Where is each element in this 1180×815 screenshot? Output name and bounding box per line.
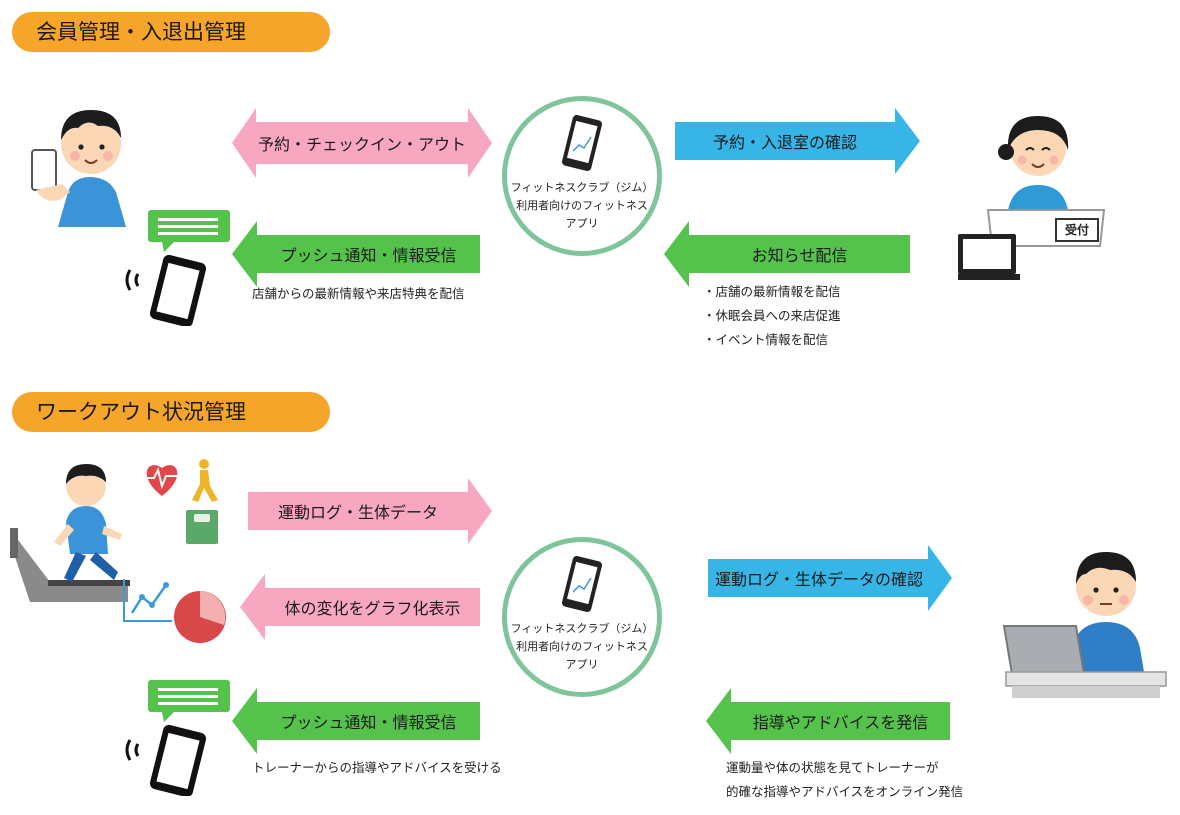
notice-arrow [664, 221, 910, 287]
app-name-line2: 利用者向けのフィットネス [516, 640, 648, 653]
app-circle-top: フィットネスクラブ（ジム） 利用者向けのフィットネス アプリ [502, 96, 662, 256]
log-arrow [248, 478, 492, 544]
advice-arrow [706, 688, 950, 754]
confirm-arrow-label: 予約・入退室の確認 [712, 133, 857, 152]
graph-arrow-label: 体の変化をグラフ化表示 [284, 599, 461, 618]
app-circle-bottom: フィットネスクラブ（ジム） 利用者向けのフィットネス アプリ [502, 537, 662, 697]
app-name-line2: 利用者向けのフィットネス [516, 199, 648, 212]
log-arrow-label: 運動ログ・生体データ [277, 503, 438, 522]
log-confirm-arrow-label: 運動ログ・生体データの確認 [714, 570, 923, 589]
graph-arrow [240, 574, 480, 640]
app-name-line3: アプリ [565, 658, 599, 671]
notice-item-3: ・イベント情報を配信 [703, 332, 829, 347]
trainer-laptop-illustration [1002, 552, 1167, 698]
phone-notification-icon [125, 210, 230, 326]
graph-icons [123, 579, 226, 643]
receptionist-illustration [958, 116, 1106, 280]
advice-note-2: 的確な指導やアドバイスをオンライン発信 [726, 784, 964, 799]
push-arrow-top-label: プッシュ通知・情報受信 [280, 246, 457, 265]
push-arrow-bottom [232, 688, 480, 754]
reserve-double-arrow [232, 108, 492, 178]
member-user-illustration [31, 110, 126, 227]
confirm-arrow [675, 108, 920, 174]
notice-arrow-label: お知らせ配信 [751, 246, 848, 265]
app-name-line3: アプリ [565, 217, 599, 230]
notice-item-2: ・休眠会員への来店促進 [703, 308, 841, 323]
advice-note-1: 運動量や体の状態を見てトレーナーが [726, 760, 939, 775]
section-title-workout: ワークアウト状況管理 [12, 392, 330, 432]
smartphone-chart-icon [562, 556, 602, 613]
phone-notification-icon [125, 680, 230, 796]
push-note-bottom: トレーナーからの指導やアドバイスを受ける [252, 760, 502, 775]
treadmill-runner-illustration [10, 464, 130, 602]
reception-sign: 受付 [1055, 218, 1099, 242]
push-arrow-bottom-label: プッシュ通知・情報受信 [280, 713, 457, 732]
app-name-line1: フィットネスクラブ（ジム） [510, 622, 654, 635]
health-icons [146, 459, 218, 544]
push-note-top: 店舗からの最新情報や来店特典を配信 [252, 286, 465, 301]
app-name-line1: フィットネスクラブ（ジム） [510, 181, 654, 194]
push-arrow-top [232, 221, 480, 287]
reserve-arrow-label: 予約・チェックイン・アウト [257, 135, 466, 154]
notice-item-1: ・店舗の最新情報を配信 [703, 284, 841, 299]
log-confirm-arrow [708, 545, 952, 611]
advice-arrow-label: 指導やアドバイスを発信 [752, 713, 929, 732]
smartphone-chart-icon [562, 115, 602, 172]
section-title-membership: 会員管理・入退出管理 [12, 12, 330, 52]
